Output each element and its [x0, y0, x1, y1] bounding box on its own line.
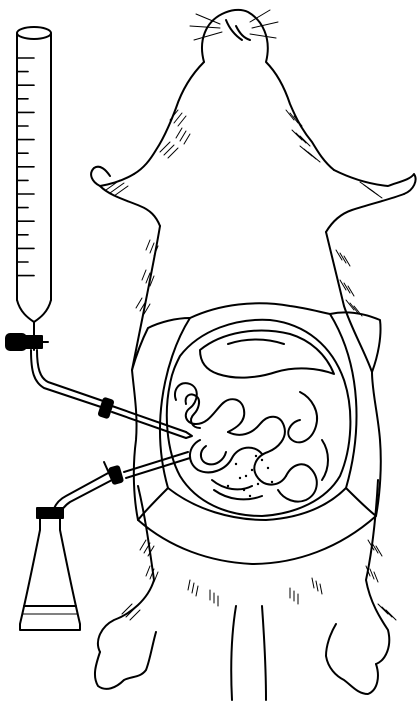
fur-stroke — [184, 134, 190, 144]
fur-stroke — [136, 298, 142, 308]
right-skin-flap — [330, 312, 381, 516]
fur-stroke — [146, 566, 150, 576]
fur-stroke — [188, 580, 190, 590]
stipple-dot — [227, 485, 229, 487]
rat-head — [202, 10, 334, 170]
fur-stroke — [292, 130, 302, 140]
stipple-dot — [243, 489, 245, 491]
collection-flask — [20, 508, 80, 630]
flask-body — [20, 514, 80, 630]
intestine-loops — [175, 383, 328, 501]
inflow-tubing — [31, 350, 106, 408]
tail-base — [231, 606, 266, 700]
burette-graduations — [17, 58, 34, 276]
stipple-dot — [271, 481, 273, 483]
fur-stroke — [110, 183, 124, 193]
burette — [6, 27, 51, 350]
fur-stroke — [192, 583, 194, 593]
stipple-dot — [245, 475, 247, 477]
fur-stroke — [146, 240, 150, 250]
fur-stroke — [350, 303, 358, 313]
fur-stroke — [378, 604, 388, 614]
fur-stroke — [180, 131, 186, 141]
fur-stroke — [196, 586, 198, 596]
stopcock[interactable] — [26, 336, 42, 348]
fur-stroke — [320, 584, 322, 594]
fur-stroke — [150, 243, 154, 253]
fur-stroke — [140, 540, 146, 550]
stipple-dot — [251, 469, 253, 471]
burette-mouth — [17, 27, 51, 39]
fur-stroke — [382, 607, 392, 617]
flask-stopper — [37, 508, 63, 518]
opened-abdomen — [132, 303, 381, 564]
fur-stroke — [178, 116, 186, 126]
fur-stroke — [176, 128, 182, 138]
abdominal-cavity — [167, 320, 351, 516]
inflow-cannula — [112, 406, 192, 438]
fur-stroke — [316, 581, 318, 591]
fur-stroke — [312, 578, 314, 588]
fur-stroke — [374, 572, 378, 582]
stipple-dot — [239, 477, 241, 479]
right-hind-foot — [326, 624, 378, 694]
right-foreleg — [334, 170, 416, 194]
fur-stroke — [154, 572, 158, 582]
stipple-dot — [257, 483, 259, 485]
fur-stroke — [386, 610, 396, 620]
stipple-dot — [261, 459, 263, 461]
stipple-dot — [235, 463, 237, 465]
stipple-dot — [267, 467, 269, 469]
rat-body — [91, 10, 415, 700]
fur-stroke — [368, 188, 382, 198]
fur-stroke — [370, 569, 374, 579]
stipple-dot — [249, 495, 251, 497]
fur-stroke — [174, 113, 182, 123]
fur-stroke — [346, 300, 354, 310]
left-foreleg — [91, 167, 134, 186]
fur-stroke — [296, 133, 306, 143]
fur-stroke — [142, 270, 146, 280]
fur-stroke — [114, 186, 128, 196]
left-hind-foot — [95, 632, 156, 689]
left-skin-flap — [132, 318, 190, 520]
stipple-dot — [255, 455, 257, 457]
mesentery-stipple — [227, 455, 273, 497]
stopcock-handle[interactable] — [6, 334, 26, 350]
fur-hatching — [106, 110, 396, 620]
fur-stroke — [294, 116, 302, 126]
